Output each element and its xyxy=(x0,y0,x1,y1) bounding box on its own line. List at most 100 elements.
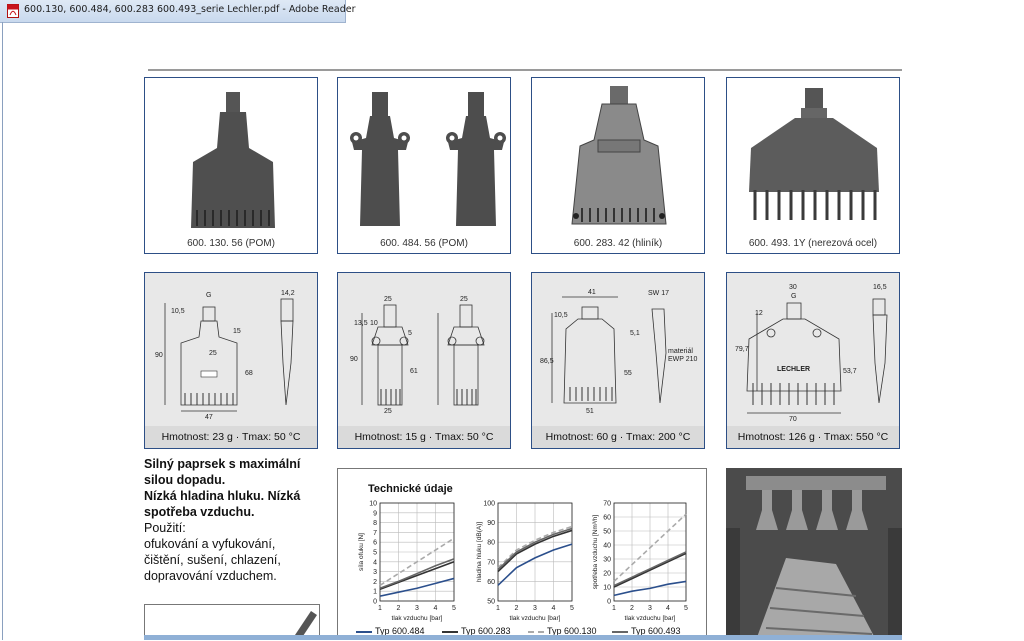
y-axis-label: spotřeba vzduchu [Nm³/h] xyxy=(592,515,599,590)
y-tick-label: 60 xyxy=(487,579,495,586)
dim-label: 90 xyxy=(350,356,358,363)
technical-data-title: Technické údaje xyxy=(368,483,453,495)
window-left-border xyxy=(2,22,3,640)
plot-frame xyxy=(497,502,573,602)
dim-label: 10 xyxy=(370,320,378,327)
technical-drawing: 30 G 16,5 12 79,7 53,7 70 LECHLER xyxy=(735,284,888,423)
x-tick-label: 2 xyxy=(630,605,634,612)
y-tick-label: 10 xyxy=(369,501,377,508)
y-tick-label: 0 xyxy=(607,599,611,606)
y-tick-label: 100 xyxy=(483,501,495,508)
y-tick-label: 8 xyxy=(373,520,377,527)
product-photo-600283: 600. 283. 42 (hliník) xyxy=(531,77,705,254)
dim-label: 79,7 xyxy=(735,346,749,353)
y-tick-label: 80 xyxy=(487,540,495,547)
technical-drawing: 41 SW 17 10,5 5,1 55 86,5 51 materiál EW… xyxy=(540,289,698,415)
dim-label: 30 xyxy=(789,284,797,291)
y-tick-label: 60 xyxy=(603,515,611,522)
drawing-caption: Hmotnost: 60 g · Tmax: 200 °C xyxy=(532,426,704,448)
dim-label: 25 xyxy=(384,408,392,415)
drawing-600493: 30 G 16,5 12 79,7 53,7 70 LECHLER Hmotno… xyxy=(726,272,900,449)
dim-label: 70 xyxy=(789,416,797,423)
technical-drawing: G 14,2 10,5 15 25 90 68 47 xyxy=(155,290,295,421)
dim-label: 15 xyxy=(233,328,241,335)
y-tick-label: 70 xyxy=(487,559,495,566)
x-tick-label: 4 xyxy=(434,605,438,612)
series-line xyxy=(379,577,455,597)
dim-label: 25 xyxy=(460,296,468,303)
x-tick-label: 5 xyxy=(452,605,456,612)
legend-swatch xyxy=(528,630,544,633)
x-tick-label: 1 xyxy=(612,605,616,612)
series-line xyxy=(613,552,687,588)
series-line xyxy=(497,527,573,571)
product-caption: 600. 130. 56 (POM) xyxy=(187,238,275,249)
x-tick-label: 1 xyxy=(378,605,382,612)
conveyor-photo-image xyxy=(726,468,902,640)
description-line: Nízká hladina hluku. Nízká xyxy=(144,489,301,503)
dim-label: 68 xyxy=(245,370,253,377)
series-line xyxy=(613,513,687,582)
dim-label: SW 17 xyxy=(648,290,669,297)
y-tick-label: 1 xyxy=(373,589,377,596)
y-tick-label: 10 xyxy=(603,585,611,592)
series-line xyxy=(613,580,687,597)
dim-label: 13,5 xyxy=(354,320,368,327)
brand-label: LECHLER xyxy=(777,366,810,373)
dim-label: 5 xyxy=(408,330,412,337)
dim-label: 16,5 xyxy=(873,284,887,291)
description-line: silou dopadu. xyxy=(144,473,226,487)
y-tick-label: 90 xyxy=(487,520,495,527)
legend-item-600493: Typ 600.493 xyxy=(612,626,681,636)
plot-frame xyxy=(379,502,455,602)
y-tick-label: 40 xyxy=(603,543,611,550)
y-tick-label: 3 xyxy=(373,569,377,576)
drawing-caption: Hmotnost: 15 g · Tmax: 50 °C xyxy=(338,426,510,448)
dim-label: 10,5 xyxy=(554,312,568,319)
series-line xyxy=(379,561,455,590)
y-tick-label: 70 xyxy=(603,501,611,508)
y-tick-label: 5 xyxy=(373,550,377,557)
nozzle-aluminium-image xyxy=(571,86,667,225)
page-bottom-accent xyxy=(144,635,902,640)
window-titlebar[interactable]: 600.130, 600.484, 600.283 600.493_serie … xyxy=(0,0,356,23)
legend-item-600484: Typ 600.484 xyxy=(356,626,425,636)
legend-item-600130: Typ 600.130 xyxy=(528,626,597,636)
page-top-rule xyxy=(148,69,902,71)
dim-label: 47 xyxy=(205,414,213,421)
application-photo xyxy=(726,468,902,640)
material-label: EWP 210 xyxy=(668,356,698,363)
x-axis-label: tlak vzduchu [bar] xyxy=(510,615,561,622)
pdf-file-icon xyxy=(7,4,19,18)
drawing-600130: G 14,2 10,5 15 25 90 68 47 Hmotnost: 23 … xyxy=(144,272,318,449)
x-tick-label: 2 xyxy=(397,605,401,612)
dim-label: 14,2 xyxy=(281,290,295,297)
description-line: Použití: xyxy=(144,521,186,535)
drawing-600283: 41 SW 17 10,5 5,1 55 86,5 51 materiál EW… xyxy=(531,272,705,449)
dim-label: 41 xyxy=(588,289,596,296)
accessory-image-box xyxy=(144,604,320,640)
legend-swatch xyxy=(356,630,372,633)
dim-label: 5,1 xyxy=(630,330,640,337)
product-caption: 600. 484. 56 (POM) xyxy=(380,238,468,249)
legend-swatch xyxy=(442,630,458,633)
dim-label: 61 xyxy=(410,368,418,375)
material-label: materiál xyxy=(668,348,693,355)
dim-label: 86,5 xyxy=(540,358,554,365)
legend-label: Typ 600.130 xyxy=(547,626,597,636)
y-tick-label: 20 xyxy=(603,571,611,578)
x-axis-label: tlak vzduchu [bar] xyxy=(392,615,443,622)
product-caption: 600. 283. 42 (hliník) xyxy=(573,238,663,249)
y-tick-label: 7 xyxy=(373,530,377,537)
x-tick-label: 5 xyxy=(684,605,688,612)
y-tick-label: 4 xyxy=(373,559,377,566)
nozzle-flat-image xyxy=(191,92,275,228)
legend-label: Typ 600.493 xyxy=(631,626,681,636)
x-tick-label: 3 xyxy=(648,605,652,612)
product-caption: 600. 493. 1Y (nerezová ocel) xyxy=(748,238,878,249)
x-tick-label: 4 xyxy=(552,605,556,612)
y-tick-label: 30 xyxy=(603,557,611,564)
dim-label: 25 xyxy=(384,296,392,303)
